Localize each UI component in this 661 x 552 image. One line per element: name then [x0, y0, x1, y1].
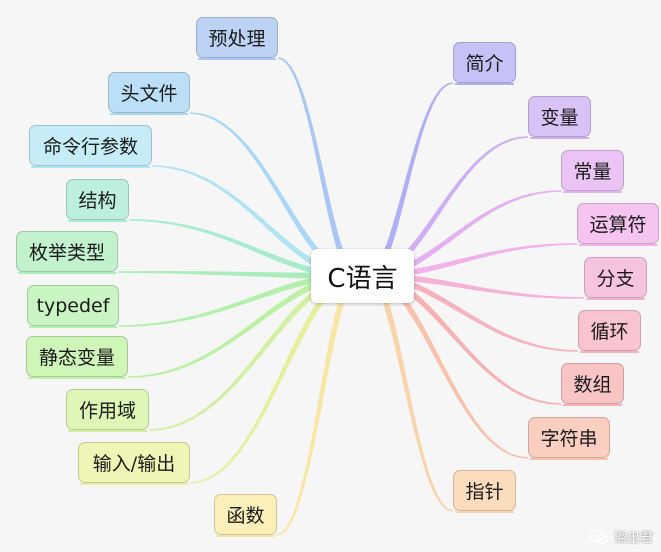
- node-jianjie[interactable]: 简介: [453, 42, 516, 83]
- node-fenzhi[interactable]: 分支: [584, 257, 647, 298]
- link-shuru: [190, 272, 357, 484]
- node-jingtai[interactable]: 静态变量: [26, 336, 128, 377]
- node-shuzu[interactable]: 数组: [561, 363, 624, 404]
- node-toufile[interactable]: 头文件: [108, 72, 190, 113]
- node-bianliang[interactable]: 变量: [528, 96, 591, 137]
- node-zuoyong[interactable]: 作用域: [66, 389, 149, 430]
- link-jiegou: [129, 219, 357, 280]
- link-yunsuan: [368, 243, 577, 280]
- link-meiju: [118, 271, 357, 280]
- watermark: 溢出君: [589, 527, 653, 546]
- node-meiju[interactable]: 枚举类型: [16, 231, 118, 272]
- wechat-icon: [589, 529, 609, 545]
- watermark-label: 溢出君: [613, 531, 653, 546]
- center-node[interactable]: C语言: [311, 249, 414, 303]
- node-typedef[interactable]: typedef: [27, 285, 119, 326]
- node-hanshu[interactable]: 函数: [214, 494, 277, 535]
- node-zhizhen[interactable]: 指针: [453, 470, 516, 511]
- node-xunhuan[interactable]: 循环: [578, 310, 641, 351]
- node-yunsuan[interactable]: 运算符: [577, 203, 659, 244]
- link-typedef: [119, 272, 357, 327]
- node-yuchuli[interactable]: 预处理: [196, 17, 278, 58]
- node-zifu[interactable]: 字符串: [528, 417, 610, 458]
- node-mingling[interactable]: 命令行参数: [29, 125, 152, 166]
- node-shuru[interactable]: 输入/输出: [78, 442, 190, 483]
- link-fenzhi: [368, 272, 584, 299]
- node-jiegou[interactable]: 结构: [66, 179, 129, 220]
- node-changliang[interactable]: 常量: [561, 150, 624, 191]
